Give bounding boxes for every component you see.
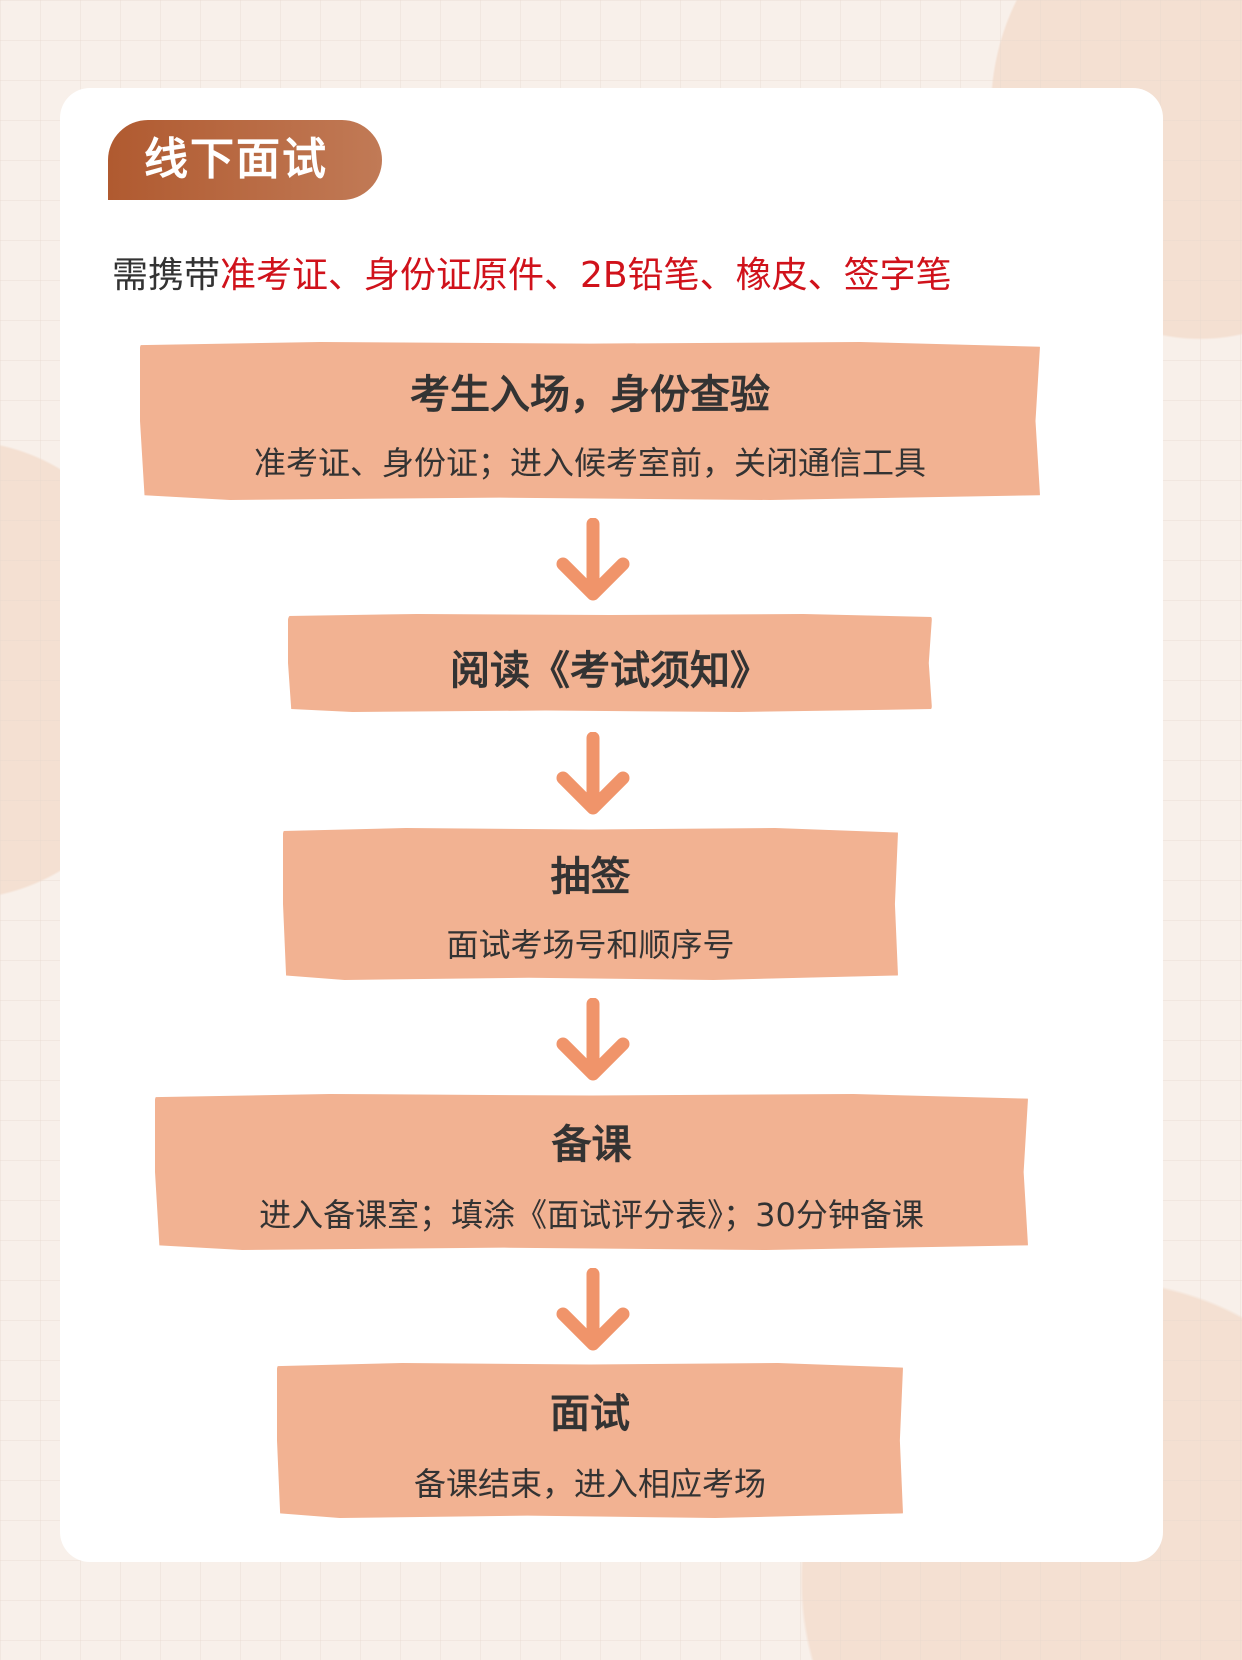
carry-items: 准考证、身份证原件、2B铅笔、橡皮、签字笔 xyxy=(220,255,952,296)
step-title: 考生入场，身份查验 xyxy=(410,372,770,418)
arrow-down-icon xyxy=(556,1268,630,1351)
arrow-down-icon xyxy=(556,732,630,815)
step-title: 抽签 xyxy=(550,854,631,900)
items-to-bring: 需携带准考证、身份证原件、2B铅笔、橡皮、签字笔 xyxy=(112,246,1152,298)
step-desc: 准考证、身份证；进入候考室前，关闭通信工具 xyxy=(253,444,926,482)
step-desc: 进入备课室；填涂《面试评分表》；30分钟备课 xyxy=(259,1196,924,1234)
section-title-badge: 线下面试 xyxy=(108,120,382,200)
step-4-prepare: 备课 进入备课室；填涂《面试评分表》；30分钟备课 xyxy=(155,1094,1028,1250)
step-title: 面试 xyxy=(550,1391,630,1437)
step-3-draw-lots: 抽签 面试考场号和顺序号 xyxy=(283,828,898,980)
arrow-down-icon xyxy=(556,518,630,601)
arrow-down-icon xyxy=(556,998,630,1081)
step-desc: 备课结束，进入相应考场 xyxy=(413,1465,766,1503)
step-title: 备课 xyxy=(551,1122,632,1168)
step-5-interview: 面试 备课结束，进入相应考场 xyxy=(277,1363,903,1518)
step-desc: 面试考场号和顺序号 xyxy=(446,926,735,964)
step-title: 阅读《考试须知》 xyxy=(450,648,770,694)
step-1-entry-check: 考生入场，身份查验 准考证、身份证；进入候考室前，关闭通信工具 xyxy=(140,342,1040,500)
step-2-read-notice: 阅读《考试须知》 xyxy=(288,614,932,712)
carry-label: 需携带 xyxy=(112,255,221,296)
